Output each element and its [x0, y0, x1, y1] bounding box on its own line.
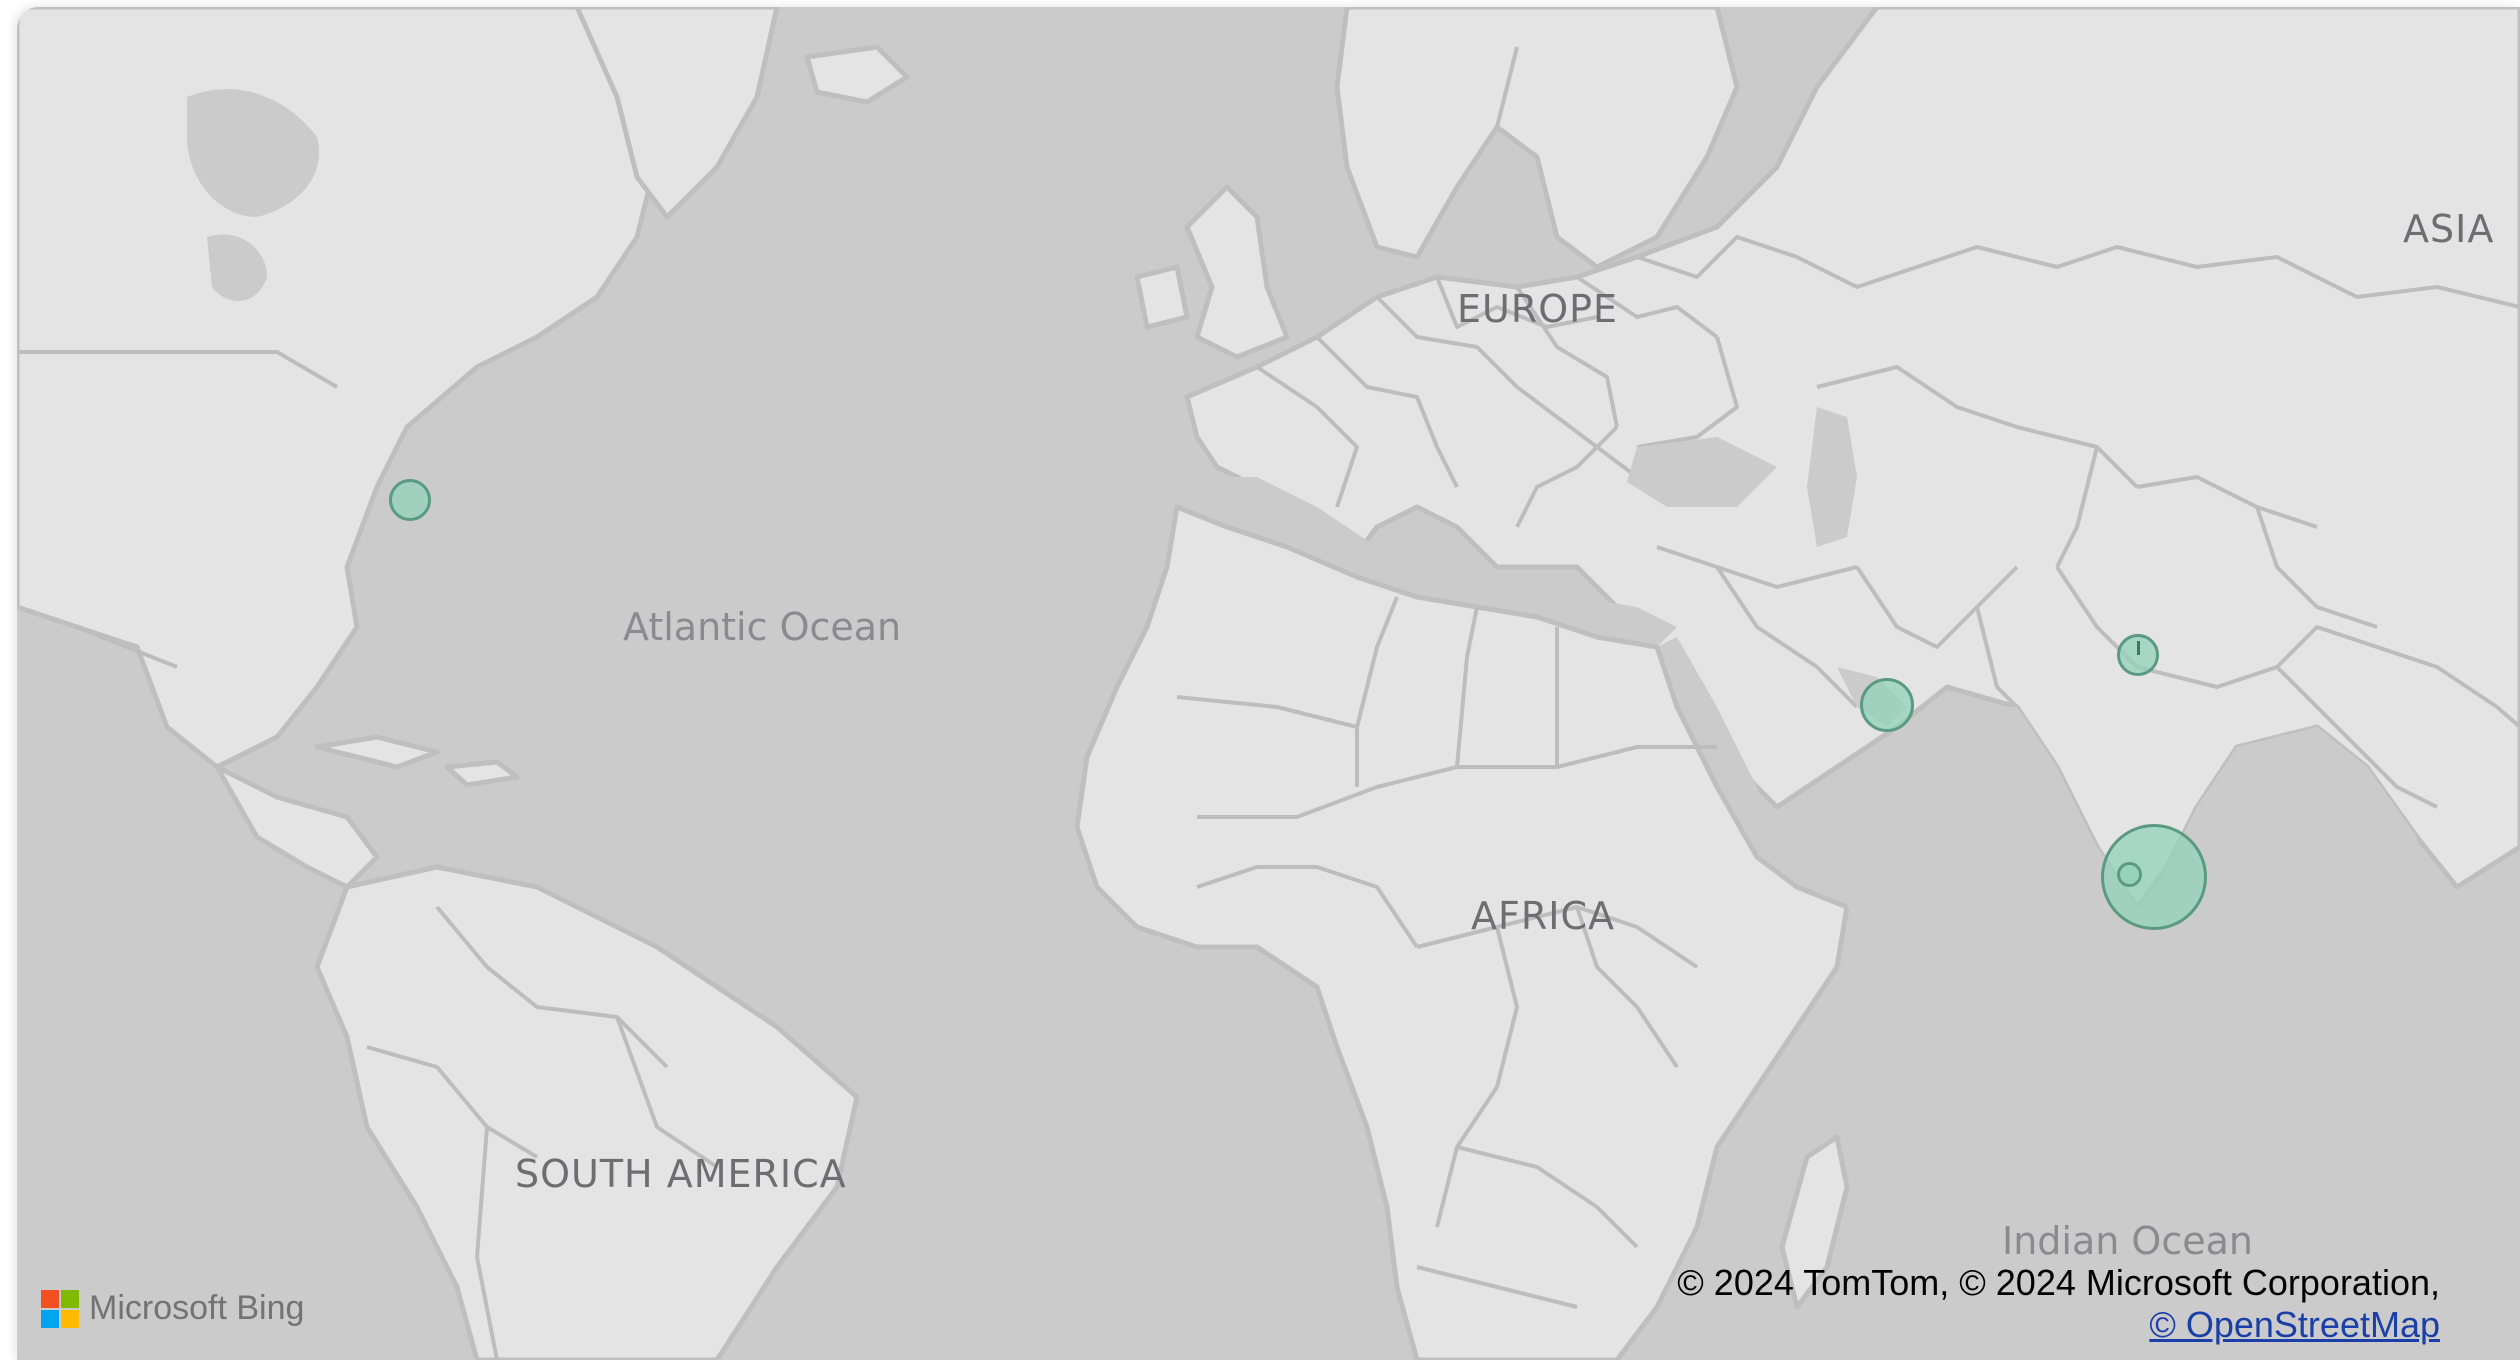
label-indian-ocean: Indian Ocean: [2002, 1219, 2253, 1263]
label-south-america: SOUTH AMERICA: [515, 1152, 847, 1196]
attribution-text: © 2024 TomTom, © 2024 Microsoft Corporat…: [1677, 1262, 2440, 1303]
bubble-marker-tick: [2137, 641, 2140, 655]
microsoft-logo-icon: [41, 1289, 79, 1328]
bing-logo: Microsoft Bing: [41, 1289, 304, 1328]
label-asia: ASIA: [2403, 207, 2495, 251]
map-attribution: © 2024 TomTom, © 2024 Microsoft Corporat…: [1677, 1262, 2440, 1346]
map-base[interactable]: [17, 7, 2520, 1360]
openstreetmap-link[interactable]: © OpenStreetMap: [2149, 1304, 2440, 1345]
bubble-north-india[interactable]: [2117, 634, 2159, 676]
bubble-new-york[interactable]: [389, 479, 431, 521]
bing-logo-text: Microsoft Bing: [89, 1289, 305, 1327]
label-africa: AFRICA: [1471, 894, 1615, 938]
map-canvas[interactable]: EUROPE ASIA AFRICA SOUTH AMERICA Atlanti…: [17, 7, 2520, 1360]
bubble-south-india-inner[interactable]: [2117, 862, 2142, 887]
label-atlantic-ocean: Atlantic Ocean: [623, 605, 902, 649]
bubble-gulf[interactable]: [1860, 678, 1914, 732]
label-europe: EUROPE: [1457, 287, 1619, 331]
